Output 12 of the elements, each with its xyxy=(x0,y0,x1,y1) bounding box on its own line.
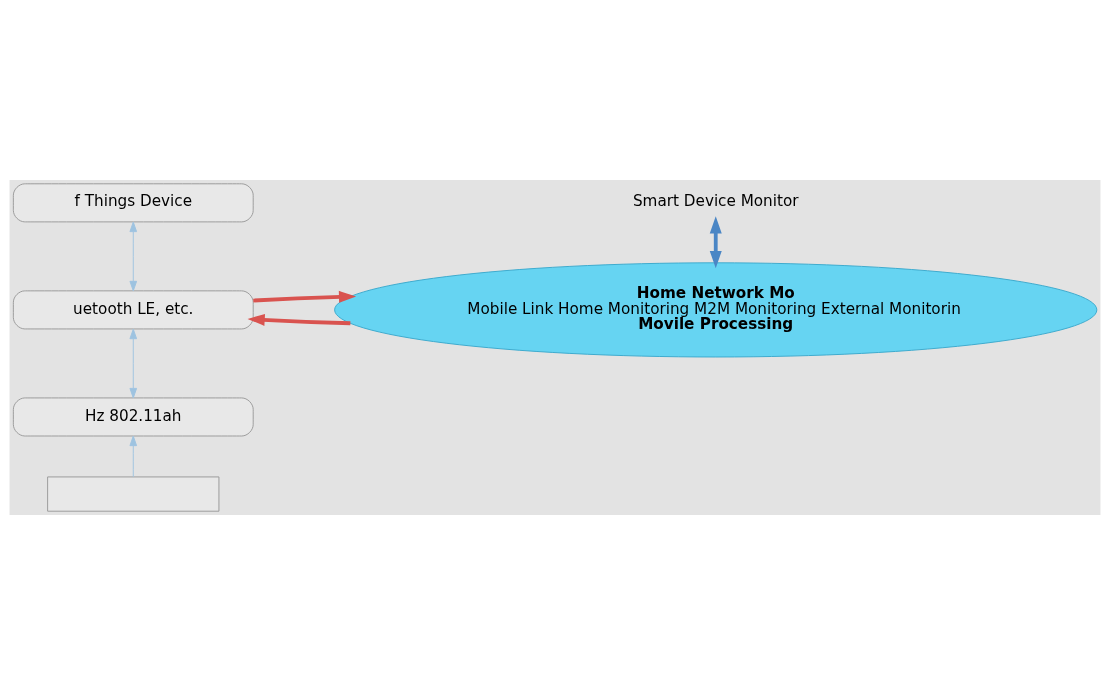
arrow xyxy=(129,435,138,478)
arrow xyxy=(709,216,722,269)
node-text: Smart Device Monitor xyxy=(632,192,799,211)
node-box: f Things Device xyxy=(12,183,254,223)
node-box: uetooth LE, etc. xyxy=(12,290,254,330)
node-ellipse: Home Network Mo Mobile Link Home Monitoring M2M Monitoring External Monitorin Movile Processing xyxy=(334,262,1098,358)
node-box: Hz 802.11ah xyxy=(12,397,254,437)
arrow xyxy=(253,290,357,303)
arrow xyxy=(129,328,138,399)
node-box xyxy=(47,476,220,512)
arrow xyxy=(129,221,138,292)
arrow xyxy=(247,313,351,326)
